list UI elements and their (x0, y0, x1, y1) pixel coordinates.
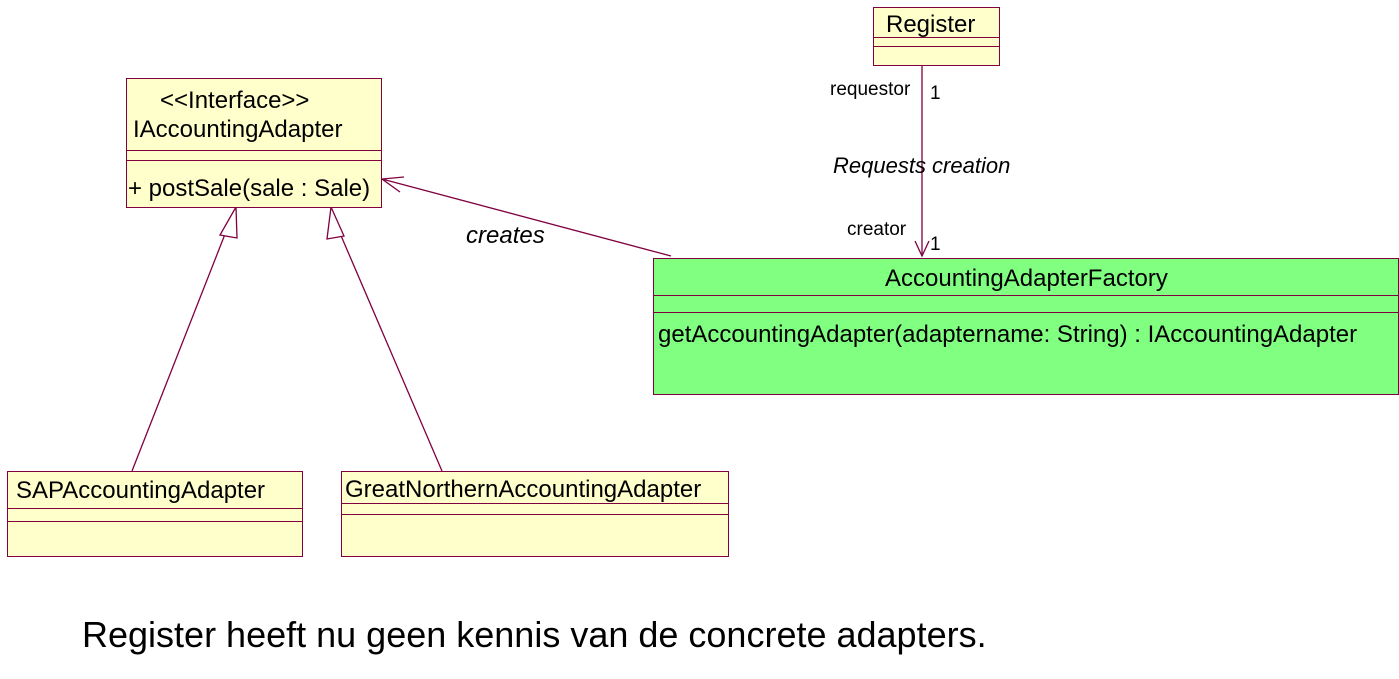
interface-stereotype: <<Interface>> (160, 87, 310, 114)
sap-realization-line (131, 223, 230, 472)
requests-creation-label: Requests creation (833, 153, 1011, 178)
creates-arrowhead (380, 176, 405, 193)
sap-realization-triangle (218, 204, 238, 239)
requestor-role-label: requestor (830, 79, 911, 100)
register-class[interactable]: Register (873, 7, 1000, 66)
creator-role-label: creator (847, 219, 907, 240)
sap-accounting-adapter-class[interactable]: SAPAccountingAdapter (7, 471, 303, 557)
great-northern-operations-compartment (342, 514, 728, 556)
iaccountingadapter-interface[interactable]: <<Interface>> IAccountingAdapter + postS… (126, 78, 382, 208)
interface-operation-postsale: + postSale(sale : Sale) (128, 175, 371, 202)
register-class-name: Register (886, 11, 976, 38)
sap-attributes-compartment (8, 508, 302, 522)
great-northern-realization-triangle (326, 204, 345, 240)
sap-operations-compartment (8, 521, 302, 556)
factory-operation-getaccountingadapter: getAccountingAdapter(adaptername: String… (658, 321, 1358, 348)
interface-name: IAccountingAdapter (133, 116, 343, 143)
creates-dependency-line (381, 178, 672, 257)
great-northern-realization-line (335, 223, 443, 472)
accounting-adapter-factory-class[interactable]: AccountingAdapterFactory getAccountingAd… (653, 258, 1399, 395)
requests-arrowhead (914, 240, 930, 258)
interface-operations-compartment: + postSale(sale : Sale) (127, 160, 381, 207)
factory-operations-compartment: getAccountingAdapter(adaptername: String… (654, 312, 1398, 394)
great-northern-class-name: GreatNorthernAccountingAdapter (345, 476, 702, 503)
register-operations-compartment (874, 46, 999, 65)
creator-multiplicity-label: 1 (930, 234, 941, 255)
creates-label: creates (466, 222, 545, 249)
caption-text: Register heeft nu geen kennis van de con… (82, 614, 987, 655)
great-northern-accounting-adapter-class[interactable]: GreatNorthernAccountingAdapter (341, 471, 729, 557)
register-attributes-compartment (874, 37, 999, 47)
sap-class-name: SAPAccountingAdapter (16, 477, 266, 504)
factory-attributes-compartment (654, 295, 1398, 313)
factory-class-name: AccountingAdapterFactory (885, 265, 1168, 292)
interface-attributes-compartment (127, 150, 381, 161)
great-northern-attributes-compartment (342, 503, 728, 515)
requestor-multiplicity-label: 1 (930, 83, 941, 104)
